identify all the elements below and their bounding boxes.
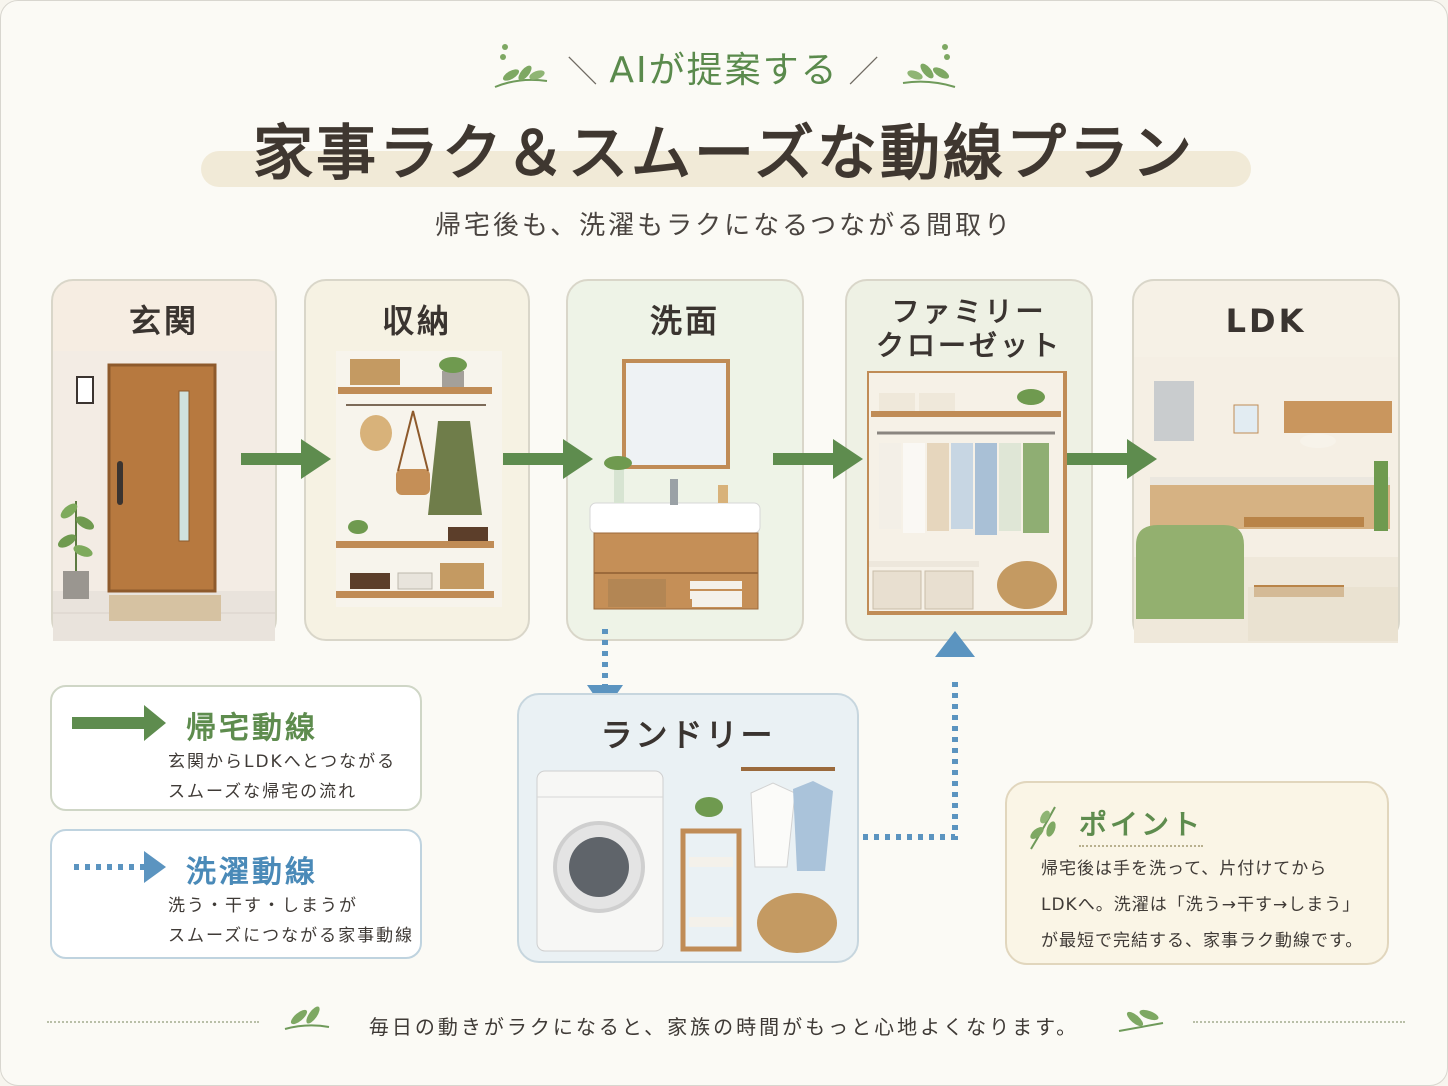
legend-dotted-arrow-icon — [74, 851, 166, 883]
card-label-closet-line1: ファミリー — [891, 295, 1047, 328]
card-label-shuno: 収納 — [381, 302, 452, 340]
card-label-genkan: 玄関 — [128, 302, 199, 340]
card-senmen: 洗面 — [566, 279, 804, 641]
washbasin-illustration — [589, 359, 761, 610]
legend-return-desc: 玄関からLDKへとつながる スムーズな帰宅の流れ — [168, 747, 396, 807]
legend-laundry-line2: スムーズにつながる家事動線 — [168, 926, 415, 946]
laundry-illustration — [536, 767, 837, 953]
return-flow-arrow-4 — [1067, 439, 1157, 479]
leaf-sprig-icon — [494, 44, 548, 88]
legend-solid-arrow-icon — [72, 705, 166, 741]
point-body: 帰宅後は手を洗って、片付けてから LDKへ。洗濯は「洗う→干す→しまう」 が最短… — [1041, 851, 1363, 959]
legend-laundry-title: 洗濯動線 — [186, 855, 318, 890]
footer-message: 毎日の動きがラクになると、家族の時間がもっと心地よくなります。 — [368, 1015, 1080, 1039]
footer-divider-left — [47, 1021, 259, 1023]
leaf-sprig-icon — [1118, 1009, 1164, 1032]
closet-illustration — [867, 371, 1067, 615]
card-family-closet: ファミリー クローゼット — [845, 279, 1093, 641]
card-label-ldk: LDK — [1225, 302, 1307, 340]
title-highlight — [201, 151, 1251, 187]
legend-return-line1: 玄関からLDKへとつながる — [168, 752, 397, 772]
return-flow-arrow-1 — [241, 439, 331, 479]
card-label-closet-line2: クローゼット — [875, 329, 1062, 362]
card-label-laundry: ランドリー — [600, 716, 776, 754]
kicker: ＼AIが提案する／ — [567, 50, 881, 91]
point-line3: が最短で完結する、家事ラク動線です。 — [1041, 931, 1364, 951]
leaf-sprig-icon — [902, 44, 956, 88]
card-shuno: 収納 — [304, 279, 530, 641]
card-label-closet: ファミリー クローゼット — [847, 295, 1091, 363]
card-laundry: ランドリー — [517, 693, 859, 963]
point-line1: 帰宅後は手を洗って、片付けてから — [1041, 859, 1328, 879]
footer-divider-right — [1193, 1021, 1405, 1023]
legend-return-title: 帰宅動線 — [186, 711, 318, 746]
return-flow-arrow-2 — [503, 439, 593, 479]
leaf-icon — [1030, 806, 1056, 850]
point-title: ポイント — [1079, 803, 1204, 847]
ldk-illustration — [1134, 357, 1398, 643]
legend-return-line2: スムーズな帰宅の流れ — [168, 782, 358, 802]
legend-return: 帰宅動線 玄関からLDKへとつながる スムーズな帰宅の流れ — [50, 685, 422, 811]
card-genkan: 玄関 — [51, 279, 277, 641]
entrance-door-illustration — [53, 351, 275, 641]
legend-laundry: 洗濯動線 洗う・干す・しまうが スムーズにつながる家事動線 — [50, 829, 422, 959]
point-box: ポイント 帰宅後は手を洗って、片付けてから LDKへ。洗濯は「洗う→干す→しまう… — [1005, 781, 1389, 965]
return-flow-arrow-3 — [773, 439, 863, 479]
legend-laundry-line1: 洗う・干す・しまうが — [168, 896, 358, 916]
kicker-text: AIが提案する — [609, 50, 839, 91]
card-ldk: LDK — [1132, 279, 1400, 643]
laundry-flow-arrow-up — [863, 631, 975, 840]
point-line2: LDKへ。洗濯は「洗う→干す→しまう」 — [1041, 895, 1361, 915]
leaf-sprig-icon — [284, 1006, 330, 1030]
page-title: 家事ラク＆スムーズな動線プラン — [253, 119, 1195, 189]
card-label-senmen: 洗面 — [649, 302, 720, 340]
page-subtitle: 帰宅後も、洗濯もラクになるつながる間取り — [434, 211, 1014, 241]
legend-laundry-desc: 洗う・干す・しまうが スムーズにつながる家事動線 — [168, 891, 414, 951]
storage-illustration — [336, 351, 502, 607]
